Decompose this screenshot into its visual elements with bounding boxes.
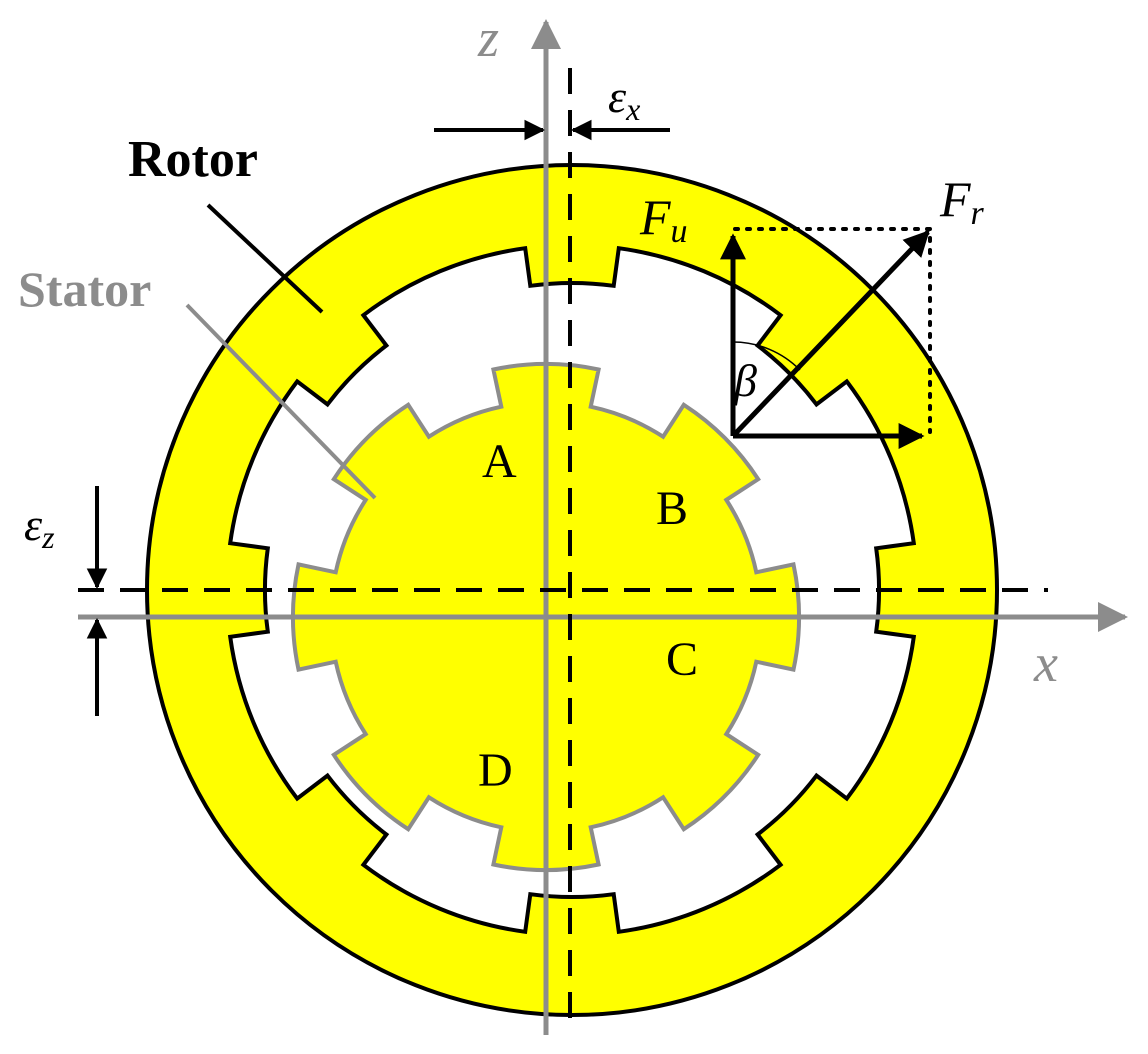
eps-z-label: εz	[24, 499, 55, 555]
beta-label: β	[733, 355, 757, 406]
fu-subscript: u	[671, 213, 688, 250]
fr-subscript: r	[971, 195, 985, 232]
fu-label: Fu	[639, 189, 688, 250]
stator-leader-line	[185, 303, 377, 500]
axis-x-label: x	[1033, 633, 1058, 693]
fr-arrow	[731, 230, 930, 438]
axis-z-label: z	[477, 8, 499, 68]
eps-z-subscript: z	[41, 519, 55, 555]
stator-label: Stator	[18, 261, 151, 317]
fr-symbol: F	[939, 171, 971, 227]
rotor-leader-line	[206, 203, 324, 314]
force-projection-dotted	[733, 227, 932, 434]
pole-c-label: C	[666, 633, 698, 686]
force-vectors	[720, 227, 932, 449]
pole-a-label: A	[482, 435, 517, 488]
eps-z-symbol: ε	[24, 499, 43, 550]
beta-angle-arc	[732, 341, 801, 371]
pole-d-label: D	[478, 744, 513, 797]
fu-symbol: F	[639, 189, 671, 245]
eps-x-symbol: ε	[608, 71, 627, 122]
rotor-label: Rotor	[128, 131, 258, 188]
pole-b-label: B	[656, 482, 688, 535]
eps-x-subscript: x	[625, 91, 640, 127]
eps-x-label: εx	[608, 71, 640, 127]
fr-label: Fr	[939, 171, 985, 232]
